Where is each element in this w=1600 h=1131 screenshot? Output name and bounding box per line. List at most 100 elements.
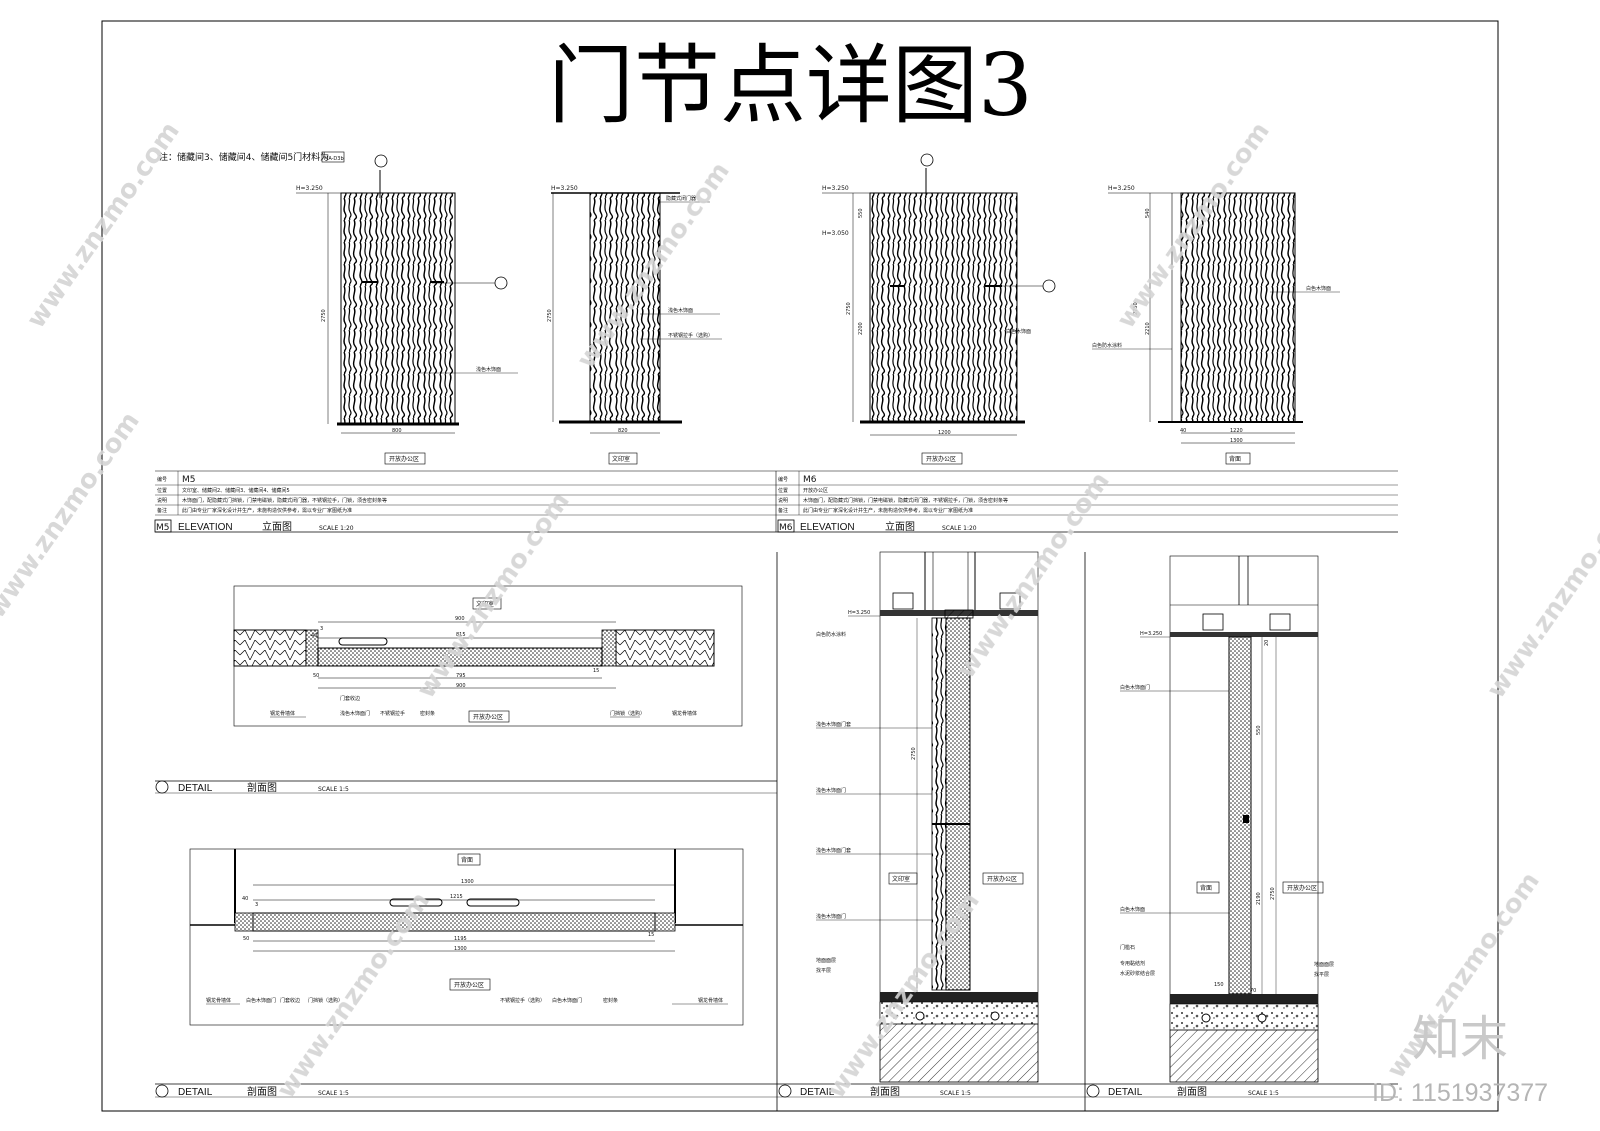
note-tag-box: [321, 151, 345, 163]
sheet-border: [101, 20, 1499, 1112]
row-key: 说明: [778, 497, 788, 504]
width-dim: 820: [618, 428, 628, 434]
veneer-callout: 白色木饰面: [1006, 328, 1031, 335]
callout: 钢龙骨墙体: [270, 710, 295, 717]
dim: 70: [1250, 988, 1256, 994]
m5-heading-box: [154, 519, 172, 533]
callout: 门槛石: [1120, 944, 1135, 951]
room-tag: [1196, 881, 1220, 894]
note-tag: MA-D3b: [324, 156, 344, 162]
room-label: 文印室: [892, 875, 910, 883]
detail-heading-en: DETAIL: [178, 783, 213, 794]
detail-marker-icon: [778, 1084, 792, 1098]
m6-heading-en: ELEVATION: [800, 522, 855, 533]
watermark-layer: www.znzmo.com www.znzmo.com www.znzmo.co…: [0, 117, 1600, 1104]
dim: 2750: [1133, 302, 1139, 315]
m6-elevation-front: H=3.250 H=3.050 550 2200 2750 1200 白色木饰面…: [822, 153, 1056, 465]
door-leaf-section: [252, 912, 656, 932]
code-label: 编号: [778, 476, 788, 483]
inner-width-dim: 1220: [1230, 428, 1243, 434]
m5-elevation-front: H=3.250 2750 800 浅色木饰面 开放办公区: [296, 154, 518, 465]
callout: 密封条: [603, 997, 618, 1004]
handle: [338, 637, 388, 646]
width-dim: 1200: [938, 430, 951, 436]
veneer-callout: 浅色木饰面: [476, 366, 501, 373]
dim: 50: [313, 673, 319, 679]
detail-heading-scale: SCALE 1:5: [1248, 1090, 1279, 1097]
room-tag: [449, 978, 491, 991]
room-tag: [384, 452, 426, 465]
m6-heading-box: [777, 519, 795, 533]
detail-heading-scale: SCALE 1:5: [318, 786, 349, 793]
detail-heading-cn: 剖面图: [247, 781, 277, 794]
callout: 找平层: [816, 967, 831, 974]
detail-heading-cn: 剖面图: [870, 1085, 900, 1098]
room-label: 开放办公区: [926, 455, 956, 463]
section2-detail: 背面 1300 1215 40 3 1195 1300 50 15 开放办公区 …: [189, 848, 744, 1026]
room-label: 背面: [461, 856, 473, 864]
dim: 40: [242, 896, 248, 902]
callout: 浅色木饰面门: [816, 913, 846, 920]
room-label: 文印室: [476, 600, 494, 608]
room-tag: [468, 710, 510, 723]
room-label: 开放办公区: [1287, 884, 1317, 892]
frame-left: [234, 912, 254, 932]
dim: 1300: [454, 946, 467, 952]
m5-heading-code: M5: [156, 523, 170, 533]
dim: 2200: [858, 322, 864, 335]
width-dim: 800: [392, 428, 402, 434]
callout: 白色防水涂料: [816, 631, 846, 638]
height-dim: 2750: [911, 747, 917, 760]
site-logo: 知末: [1412, 1011, 1508, 1067]
dim: 150: [1214, 982, 1224, 988]
callout: 找平层: [1314, 971, 1329, 978]
m6-heading-cn: 立面图: [885, 520, 915, 533]
dim: 2210: [1145, 322, 1151, 335]
dim: 15: [593, 668, 599, 674]
row-key: 位置: [778, 487, 788, 494]
room-tag: [608, 452, 638, 465]
image-id: ID: 1151937377: [1372, 1079, 1548, 1107]
dim: 900: [455, 616, 465, 622]
room-tag: [1282, 881, 1324, 894]
section3-detail: H=3.250 2750 白色防水涂料 浅色木饰面门套 浅色木饰面门 浅色木饰面…: [816, 551, 1039, 1083]
callout: 白色木饰面门: [552, 997, 582, 1004]
level-top: H=3.250: [296, 185, 323, 192]
room-tag: [888, 872, 918, 885]
material-note: 注：储藏间3、储藏间4、储藏间5门材料为: [159, 151, 329, 163]
side-dim: 40: [1180, 428, 1186, 434]
room-tag: [1225, 452, 1251, 465]
section1-detail: 文印室 900 815 40 3 795 900 50 15 开放办公区 钢龙骨…: [233, 585, 743, 727]
room-label: 开放办公区: [454, 981, 484, 989]
callout: 密封条: [420, 710, 435, 717]
row-key: 备注: [778, 507, 788, 514]
callout: 地面面层: [1314, 961, 1334, 968]
level-top: H=3.250: [1140, 631, 1162, 637]
callout: 浅色木饰面门套: [816, 847, 851, 854]
wall-right: [615, 629, 715, 667]
section4-detail: H=3.250 20 550 2190 2750 150 70 白色木饰面门 白…: [1120, 555, 1334, 1083]
dim: 2190: [1256, 892, 1262, 905]
callout: 地面面层: [816, 957, 836, 964]
section-frame: [189, 848, 744, 1026]
dim: 550: [858, 208, 864, 218]
door-code: M6: [803, 475, 817, 485]
callout: 门套收边: [340, 695, 360, 702]
wall-left: [233, 629, 307, 667]
m6-heading-scale: SCALE 1:20: [942, 525, 977, 532]
level-top: H=3.250: [551, 185, 578, 192]
section-mark-icon: [920, 153, 934, 167]
height-dim: 2750: [321, 309, 327, 322]
callout: 浅色木饰面门: [340, 710, 370, 717]
callout: 白色木饰面门: [246, 997, 276, 1004]
callout: 钢龙骨墙体: [672, 710, 697, 717]
callout: 门套收边: [280, 997, 300, 1004]
detail-marker-icon: [1086, 1084, 1100, 1098]
m5-elevation-back: H=3.250 2750 820 隐藏式闭门器 浅色木饰面 不锈钢拉手（选购） …: [547, 185, 722, 465]
code-label: 编号: [157, 476, 167, 483]
detail-marker-icon: [155, 780, 169, 794]
detail-heading-scale: SCALE 1:5: [318, 1090, 349, 1097]
dim: 50: [243, 936, 249, 942]
section-mark-icon: [1042, 279, 1056, 293]
